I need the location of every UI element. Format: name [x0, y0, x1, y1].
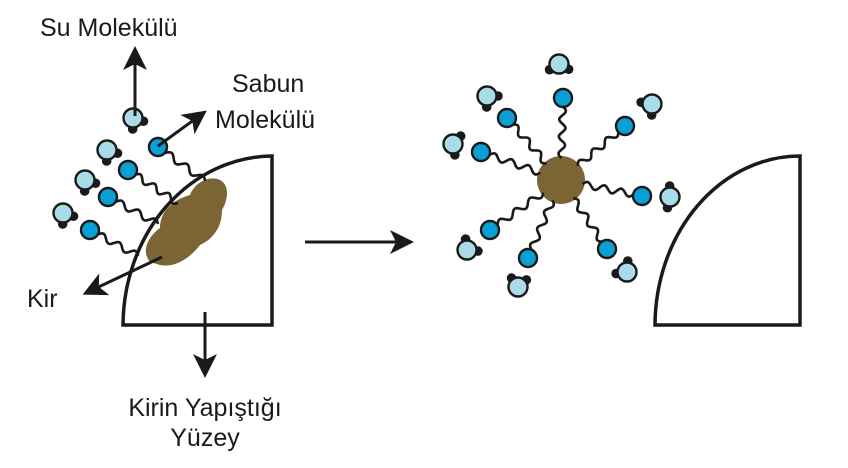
soap-head [117, 159, 139, 181]
soap-head [631, 185, 653, 207]
soap-head [552, 87, 574, 109]
soap-tail [576, 124, 626, 166]
water-molecule [641, 93, 663, 115]
right-surface [653, 154, 802, 327]
dirt-label: Kir [27, 285, 58, 313]
soap-molecule-label-line1: Sabun [232, 70, 305, 98]
soap-tail [573, 197, 609, 250]
soap-head [596, 238, 618, 260]
soap-head [79, 219, 101, 241]
dirt-label-arrow [82, 255, 163, 296]
soap-label-arrow [157, 110, 207, 148]
water-molecule-label: Su Molekülü [40, 14, 178, 42]
water-molecule [52, 202, 74, 224]
soap-tail [581, 180, 644, 198]
soap-head [496, 107, 518, 129]
soap-molecule-label-line2: Molekülü [215, 106, 316, 134]
water-molecule [659, 186, 681, 208]
soap-head [97, 186, 119, 208]
water-molecule [456, 239, 478, 261]
surface-label-line2: Yüzey [170, 424, 240, 452]
soap-tail [527, 199, 556, 260]
water-molecule [507, 276, 529, 298]
dirt-particle [537, 156, 585, 204]
soap-head [614, 115, 636, 137]
soap-tail [489, 192, 545, 232]
soap-head [517, 247, 539, 269]
water-molecule [548, 53, 570, 75]
surface-label-line1: Kirin Yapıştığı [128, 394, 282, 422]
dirt-blob [145, 178, 227, 266]
water-molecule [476, 85, 498, 107]
soap-tail [479, 151, 541, 176]
water-molecule [442, 133, 464, 155]
water-molecule [74, 169, 96, 191]
soap-head [470, 141, 492, 163]
water-molecule [122, 107, 144, 129]
water-molecule [96, 139, 118, 161]
soap-head [479, 219, 501, 241]
water-molecule [616, 261, 638, 283]
